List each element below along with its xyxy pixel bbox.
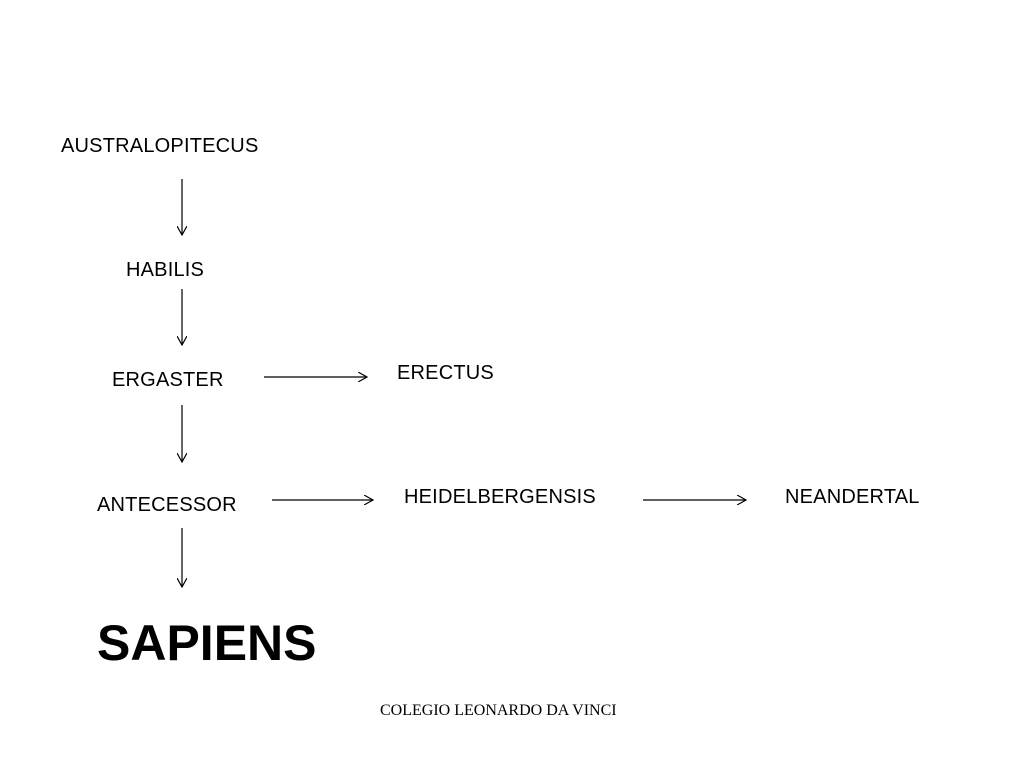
footer-school-name: COLEGIO LEONARDO DA VINCI: [380, 702, 617, 719]
node-heidelbergensis: HEIDELBERGENSIS: [404, 486, 596, 508]
node-australopitecus: AUSTRALOPITECUS: [61, 135, 259, 157]
node-neandertal: NEANDERTAL: [785, 486, 920, 508]
node-erectus: ERECTUS: [397, 362, 494, 384]
node-antecessor: ANTECESSOR: [97, 494, 237, 516]
node-ergaster: ERGASTER: [112, 369, 224, 391]
node-sapiens: SAPIENS: [97, 615, 317, 671]
node-habilis: HABILIS: [126, 259, 205, 281]
